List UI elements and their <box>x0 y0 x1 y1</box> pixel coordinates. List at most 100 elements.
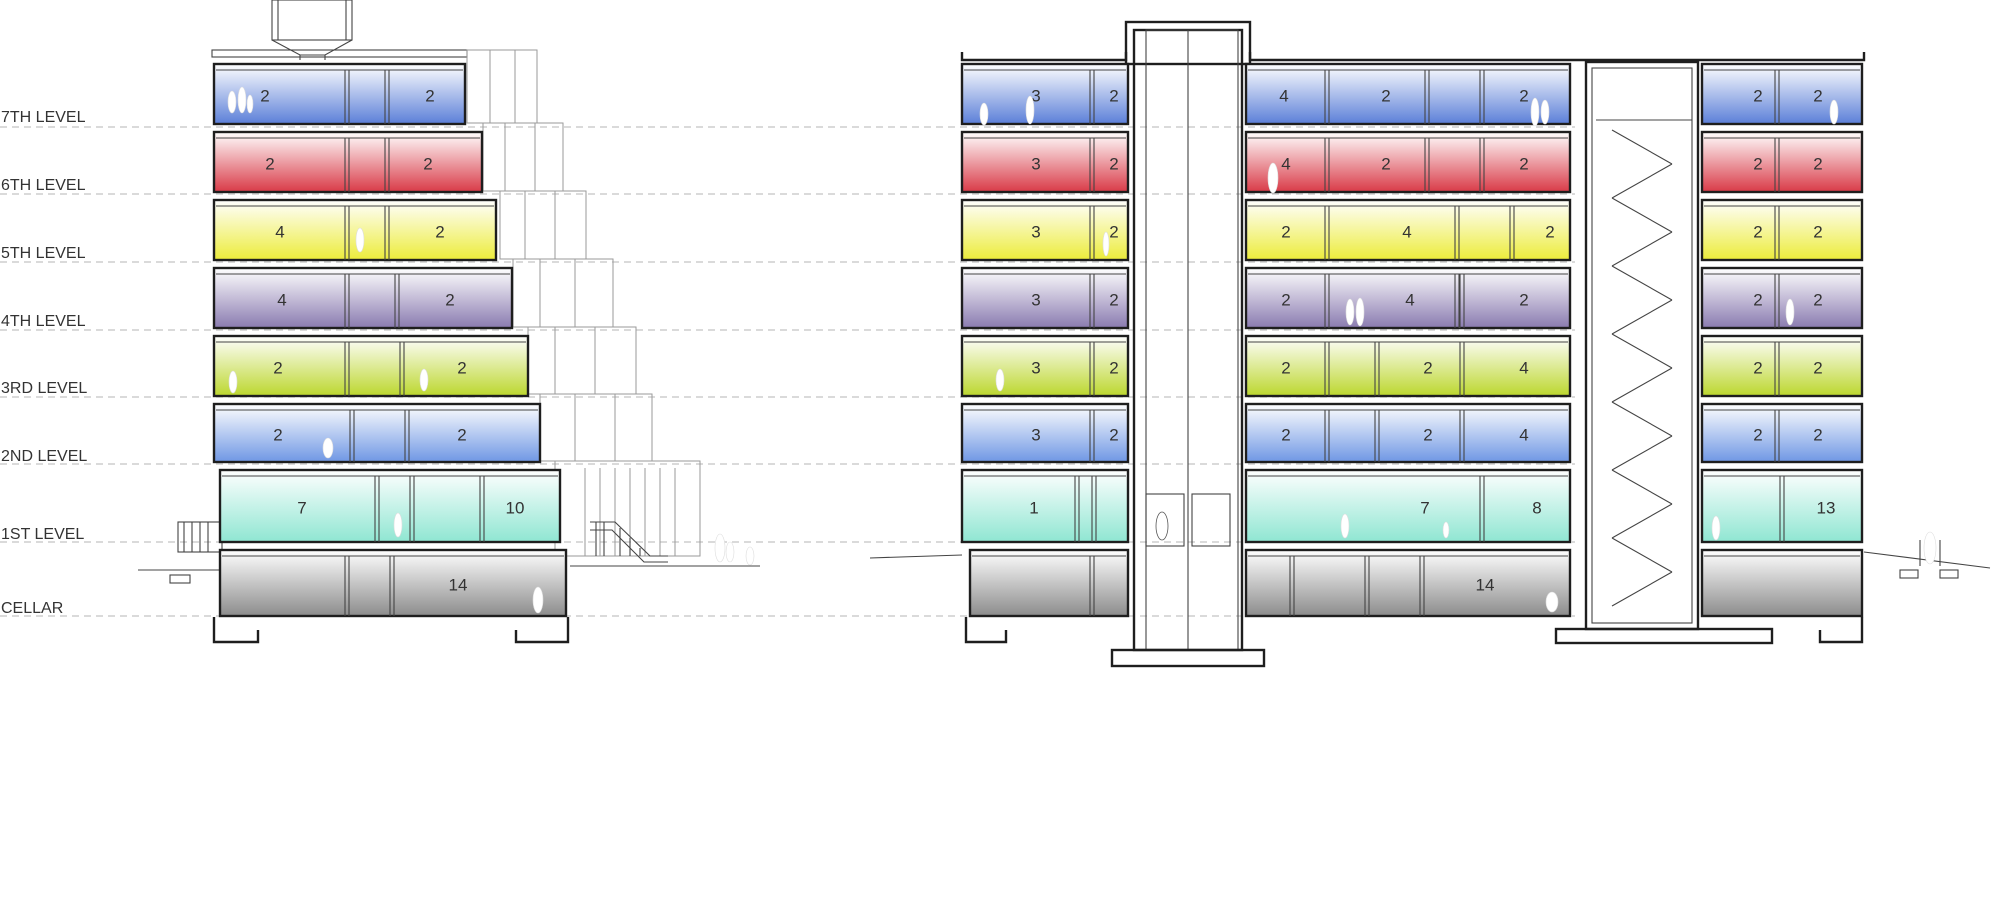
right-east-floor-0-outline <box>1700 548 1864 618</box>
right-east-floor-3-room-number: 2 <box>1753 358 1762 377</box>
entry-stoop-left <box>138 521 223 584</box>
right-east-floor-5-outline <box>1700 198 1864 262</box>
right-east-floor-7-room-number: 2 <box>1753 86 1762 105</box>
right-west-floor-0-fill <box>970 550 1128 616</box>
left-floor-3-room-number: 2 <box>273 358 282 377</box>
right-middle-floor-7-outline <box>1244 62 1572 126</box>
right-west-floor-7-fill <box>962 64 1128 124</box>
right-middle-floor-0-fill <box>1246 550 1570 616</box>
left-floor-5-fill <box>214 200 496 260</box>
right-west-floor-3-fill <box>962 336 1128 396</box>
right-west-floor-6-room-number: 2 <box>1109 154 1118 173</box>
exterior-stair-left <box>590 521 668 563</box>
right-east-floor-1-fill <box>1702 470 1862 542</box>
left-floor-1-outline <box>218 468 562 544</box>
right-west-floor-4-room-number: 2 <box>1109 290 1118 309</box>
right-east-floor-3-fill <box>1702 336 1862 396</box>
left-floor-2-room-number: 2 <box>457 425 466 444</box>
right-middle-floor-4-room-number: 2 <box>1281 290 1290 309</box>
right-middle-floor-3-fill <box>1246 336 1570 396</box>
right-middle-floor-5-outline <box>1244 198 1572 262</box>
right-east-floor-5-room-number: 2 <box>1813 222 1822 241</box>
right-east-floor-5-fill <box>1702 200 1862 260</box>
right-west-floor-2-room-number: 2 <box>1109 425 1118 444</box>
right-west-floor-5-fill <box>962 200 1128 260</box>
left-floor-1-room-number: 7 <box>297 498 306 517</box>
left-floor-6-outline <box>212 130 484 194</box>
right-east-floor-3-outline <box>1700 334 1864 398</box>
right-middle-floor-4-outline <box>1244 266 1572 330</box>
right-east-floor-4-room-number: 2 <box>1813 290 1822 309</box>
right-west-floor-5-room-number: 2 <box>1109 222 1118 241</box>
right-middle-floor-7-fill <box>1246 64 1570 124</box>
right-middle-floor-6-room-number: 2 <box>1519 154 1528 173</box>
people-silhouettes-right <box>979 95 1937 613</box>
right-east-floor-6-outline <box>1700 130 1864 194</box>
right-middle-floor-1-fill <box>1246 470 1570 542</box>
right-west-floor-7-room-number: 3 <box>1031 86 1040 105</box>
left-floor-4-fill <box>214 268 512 328</box>
right-roof-west <box>960 52 1128 62</box>
left-floor-6-room-number: 2 <box>423 154 432 173</box>
right-middle-floor-7-room-number: 2 <box>1381 86 1390 105</box>
right-middle-floor-6-room-number: 4 <box>1281 154 1290 173</box>
right-east-floor-4-room-number: 2 <box>1753 290 1762 309</box>
right-middle-floor-7-room-number: 4 <box>1279 86 1288 105</box>
right-middle-floor-2-fill <box>1246 404 1570 462</box>
left-floor-2-outline <box>212 402 542 464</box>
right-west-floor-1-outline <box>960 468 1130 544</box>
right-west-floor-7-room-number: 2 <box>1109 86 1118 105</box>
right-west-floor-2-room-number: 3 <box>1031 425 1040 444</box>
person-in-elevator <box>1155 511 1169 541</box>
right-west-floor-6-fill <box>962 132 1128 192</box>
right-east-floor-6-room-number: 2 <box>1753 154 1762 173</box>
left-floor-3-room-number: 2 <box>457 358 466 377</box>
left-floor-4-room-number: 2 <box>445 290 454 309</box>
left-floor-6-room-number: 2 <box>265 154 274 173</box>
left-floor-0-room-number: 14 <box>449 575 468 594</box>
right-west-floor-6-room-number: 3 <box>1031 154 1040 173</box>
right-middle-floor-6-room-number: 2 <box>1381 154 1390 173</box>
right-middle-floor-2-room-number: 2 <box>1281 425 1290 444</box>
right-middle-floor-2-outline <box>1244 402 1572 464</box>
right-west-floor-3-room-number: 2 <box>1109 358 1118 377</box>
right-middle-floor-6-fill <box>1246 132 1570 192</box>
right-east-floor-7-room-number: 2 <box>1813 86 1822 105</box>
right-middle-floor-2-room-number: 2 <box>1423 425 1432 444</box>
right-roof-east <box>1248 52 1866 62</box>
ground-line-right-west <box>869 554 963 559</box>
stair-core <box>1554 60 1774 645</box>
right-west-floor-0-outline <box>968 548 1130 618</box>
right-east-floor-2-outline <box>1700 402 1864 464</box>
right-middle-floor-7-room-number: 2 <box>1519 86 1528 105</box>
right-middle-floor-5-fill <box>1246 200 1570 260</box>
right-middle-floor-4-room-number: 2 <box>1519 290 1528 309</box>
left-floor-4-outline <box>212 266 514 330</box>
right-middle-floor-0-room-number: 14 <box>1476 575 1495 594</box>
rooftop-bulkhead <box>271 0 353 60</box>
right-east-floor-3-room-number: 2 <box>1813 358 1822 377</box>
level-label-7: 7TH LEVEL <box>1 109 86 126</box>
left-floor-1-fill <box>220 470 560 542</box>
right-west-floor-2-fill <box>962 404 1128 462</box>
right-east-floor-1-outline <box>1700 468 1864 544</box>
right-east-floor-7-outline <box>1700 62 1864 126</box>
right-east-floor-6-room-number: 2 <box>1813 154 1822 173</box>
elevator-core <box>1110 20 1266 668</box>
left-floor-3-fill <box>214 336 528 396</box>
left-floor-5-room-number: 4 <box>275 222 284 241</box>
right-west-floor-4-outline <box>960 266 1130 330</box>
right-middle-floor-2-room-number: 4 <box>1519 425 1528 444</box>
level-label-6: 6TH LEVEL <box>1 177 86 194</box>
left-floor-7-fill <box>214 64 465 124</box>
right-east-floor-2-fill <box>1702 404 1862 462</box>
left-floor-2-room-number: 2 <box>273 425 282 444</box>
right-west-floor-6-outline <box>960 130 1130 194</box>
level-label-5: 5TH LEVEL <box>1 245 86 262</box>
level-label-cellar: CELLAR <box>1 600 63 617</box>
left-floor-7-outline <box>212 62 467 126</box>
right-middle-floor-0-outline <box>1244 548 1572 618</box>
